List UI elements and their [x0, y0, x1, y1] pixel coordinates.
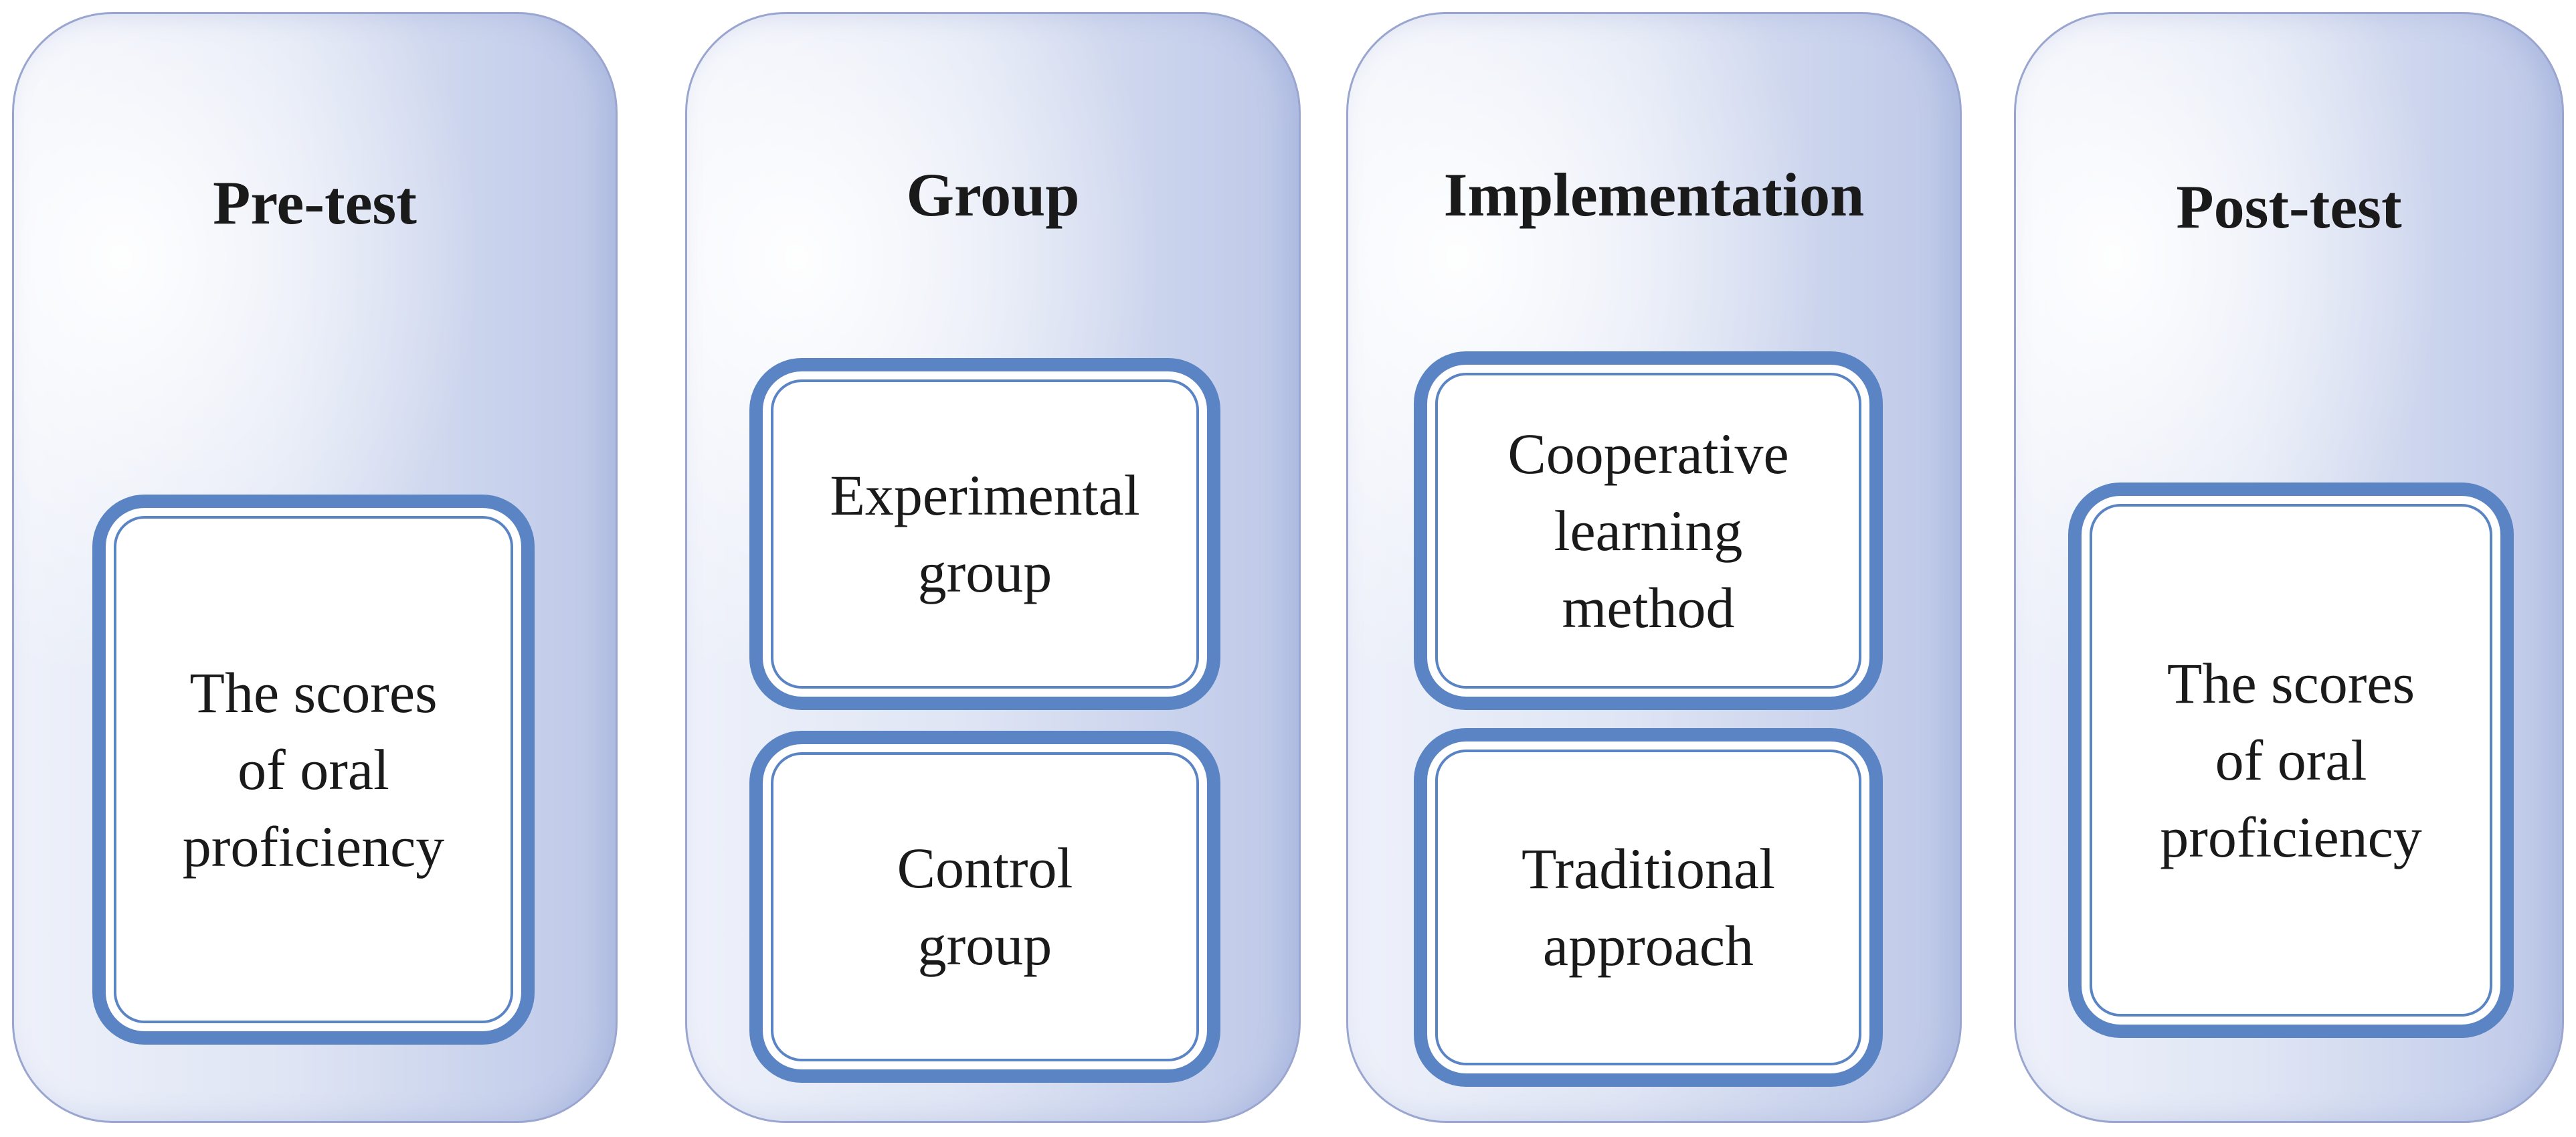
group-column: Group Experimental group Control group: [685, 12, 1301, 1123]
pre-test-scores-text: The scores of oral proficiency: [182, 660, 445, 879]
post-test-scores-text: The scores of oral proficiency: [2160, 650, 2422, 869]
cooperative-learning-text: Cooperative learning method: [1507, 421, 1789, 640]
implementation-title: Implementation: [1443, 161, 1865, 229]
cooperative-learning-box: Cooperative learning method: [1414, 351, 1883, 710]
pre-test-scores-box: The scores of oral proficiency: [92, 495, 535, 1045]
control-group-text: Control group: [897, 836, 1073, 977]
group-title: Group: [906, 161, 1080, 229]
pre-test-column: Pre-test The scores of oral proficiency: [12, 12, 618, 1123]
traditional-approach-text: Traditional approach: [1521, 837, 1776, 978]
post-test-column: Post-test The scores of oral proficiency: [2014, 12, 2564, 1123]
post-test-title: Post-test: [2176, 173, 2402, 241]
experimental-group-box: Experimental group: [749, 358, 1220, 710]
traditional-approach-box: Traditional approach: [1414, 728, 1883, 1087]
pre-test-title: Pre-test: [213, 169, 417, 237]
control-group-box: Control group: [749, 731, 1220, 1083]
post-test-scores-box: The scores of oral proficiency: [2068, 483, 2514, 1038]
implementation-column: Implementation Cooperative learning meth…: [1346, 12, 1962, 1123]
experimental-group-text: Experimental group: [830, 463, 1140, 604]
